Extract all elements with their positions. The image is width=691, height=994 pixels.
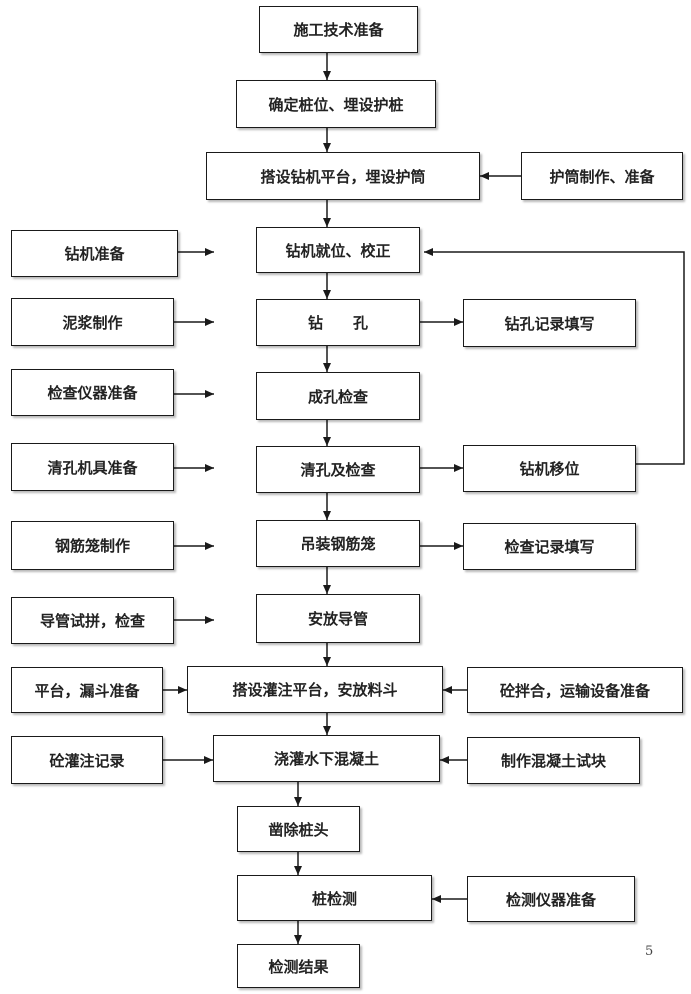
right-concrete-transport: 砼拌合，运输设备准备 — [467, 667, 683, 713]
input-rig-prep: 钻机准备 — [11, 230, 178, 277]
step-hoist-cage: 吊装钢筋笼 — [256, 520, 420, 567]
input-instrument-prep: 检查仪器准备 — [11, 369, 174, 416]
input-platform-hopper: 平台，漏斗准备 — [11, 667, 163, 713]
input-slurry: 泥浆制作 — [11, 298, 174, 346]
right-inspection-record: 检查记录填写 — [463, 523, 636, 570]
step-rig-platform-casing: 搭设钻机平台，埋设护筒 — [206, 152, 480, 200]
right-casing-prep: 护筒制作、准备 — [521, 152, 683, 200]
step-drilling: 钻 孔 — [256, 299, 420, 346]
step-place-tremie: 安放导管 — [256, 594, 420, 643]
input-pour-record: 砼灌注记录 — [11, 736, 163, 784]
step-rig-positioning: 钻机就位、校正 — [256, 227, 420, 273]
input-cleaning-tools: 清孔机具准备 — [11, 443, 174, 491]
step-pile-position: 确定桩位、埋设护桩 — [236, 80, 436, 128]
step-construction-tech-prep: 施工技术准备 — [259, 6, 418, 53]
step-remove-pile-head: 凿除桩头 — [237, 806, 360, 852]
step-hole-cleaning: 清孔及检查 — [256, 446, 420, 493]
input-tremie-trial: 导管试拼，检查 — [11, 597, 174, 644]
step-underwater-concrete: 浇灌水下混凝土 — [213, 735, 440, 782]
right-test-specimen: 制作混凝土试块 — [467, 737, 640, 784]
step-test-results: 检测结果 — [237, 944, 360, 988]
right-rig-move: 钻机移位 — [463, 445, 636, 492]
right-drill-record: 钻孔记录填写 — [463, 299, 636, 347]
step-pour-platform: 搭设灌注平台，安放料斗 — [187, 666, 443, 713]
loop-arrow-rig-move — [424, 248, 685, 465]
step-hole-inspection: 成孔检查 — [256, 372, 420, 420]
right-test-instrument: 检测仪器准备 — [467, 876, 635, 922]
step-pile-testing: 桩检测 — [237, 875, 432, 921]
input-cage-fabrication: 钢筋笼制作 — [11, 521, 174, 570]
page-number: 5 — [645, 944, 654, 959]
